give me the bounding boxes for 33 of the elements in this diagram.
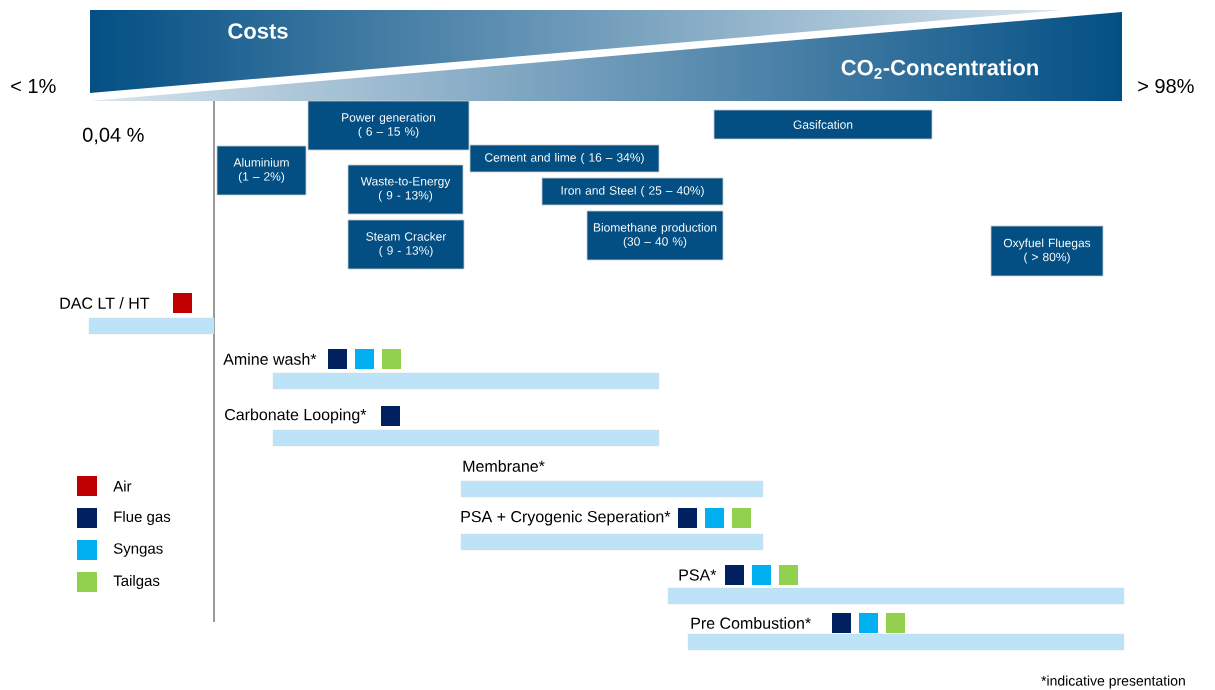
legend-label: Air (113, 480, 132, 492)
range-bar: DAC LT / HT (60, 297, 215, 335)
source-box: Steam Cracker ( 9 - 13%) (347, 219, 465, 270)
node-label: DAC LT / HT (60, 297, 150, 309)
source-box: Biomethane production (30 – 40 %) (586, 210, 724, 261)
node-label: Pre Combustion* (691, 617, 811, 629)
axis-label: *indicative presentation (1041, 675, 1185, 689)
axis-label: < 1% (11, 79, 56, 93)
source-box: Oxyfuel Fluegas ( > 80%) (990, 225, 1104, 277)
node-label: PSA + Cryogenic Seperation* (461, 510, 671, 526)
cost-wedge: Costs (228, 23, 288, 39)
range-bar: PSA* (667, 569, 1125, 605)
range-bar: PSA + Cryogenic Seperation* (460, 510, 764, 551)
node-label: Membrane* (463, 460, 545, 472)
axis-label: 0,04 % (83, 127, 144, 145)
node-label: PSA* (679, 569, 717, 581)
node-label: Amine wash* (223, 353, 317, 365)
source-box: Gasifcation (713, 109, 933, 140)
source-box: Aluminium (1 – 2%) (216, 145, 307, 196)
legend-label: Flue gas (114, 511, 171, 525)
node-label: Carbonate Looping* (225, 408, 367, 424)
source-box: Power generation ( 6 – 15 %) (307, 100, 470, 151)
range-bar: Amine wash* (223, 353, 660, 390)
concentration-wedge: CO$_{2}$-Concentration (841, 59, 1038, 79)
source-box: Iron and Steel ( 25 – 40%) (541, 177, 724, 206)
legend-label: Syngas (113, 543, 163, 557)
legend-label: Tailgas (113, 575, 160, 589)
source-box: Waste-to-Energy ( 9 - 13%) (347, 164, 464, 215)
range-bar: Carbonate Looping* (225, 408, 660, 447)
source-box: Cement and lime ( 16 – 34%) (469, 144, 660, 173)
axis-label: > 98% (1138, 78, 1194, 94)
range-bar: Pre Combustion* (687, 617, 1125, 651)
range-bar: Membrane* (460, 460, 764, 498)
